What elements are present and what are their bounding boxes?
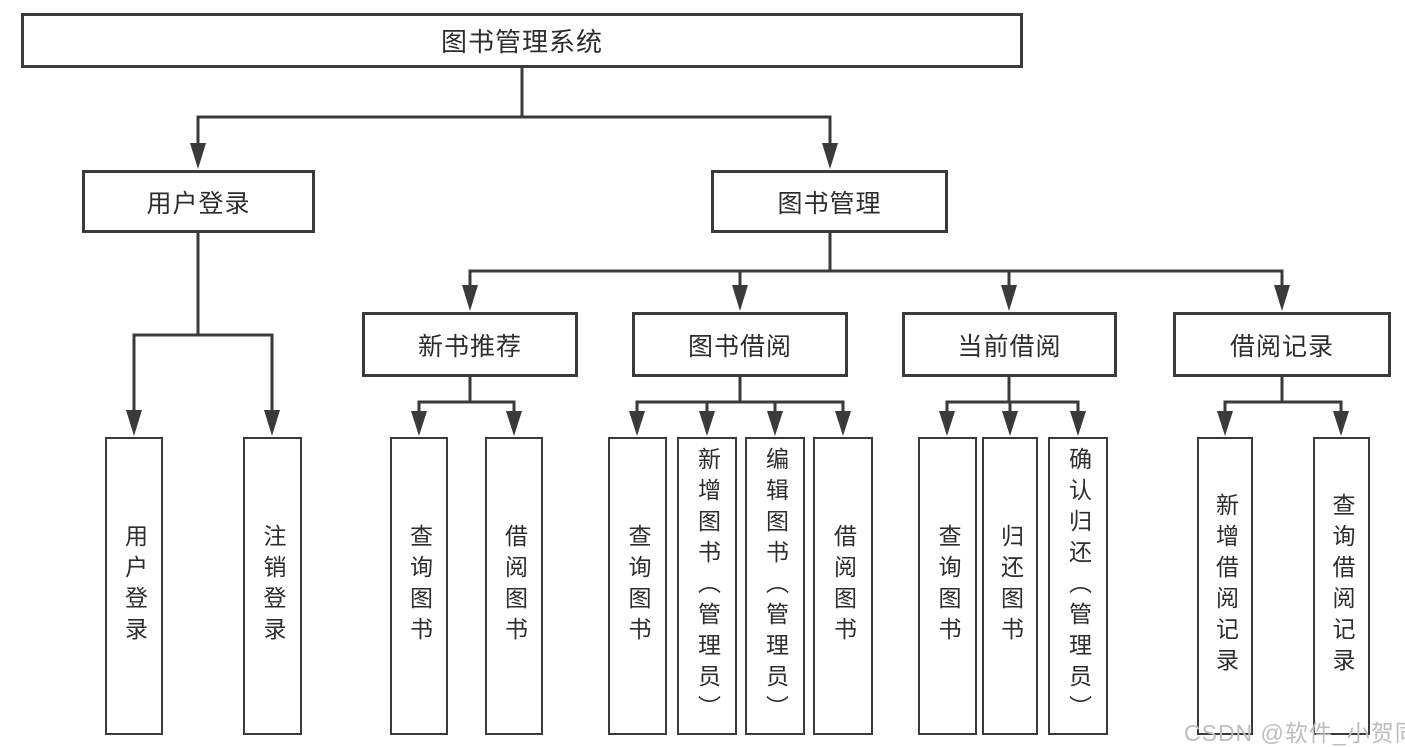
leaf-user-login-label: 用户登录	[121, 524, 148, 648]
node-current-borrowing: 当前借阅	[902, 312, 1117, 377]
leaf-borrow-books-2-label: 借阅图书	[830, 524, 857, 648]
leaf-confirm-return-admin-label: 确认归还（管理员）	[1065, 446, 1092, 726]
leaf-query-books-1-label: 查询图书	[406, 524, 433, 648]
node-root: 图书管理系统	[21, 13, 1023, 68]
leaf-add-books-admin-label: 新增图书（管理员）	[694, 446, 721, 726]
leaf-logout-label: 注销登录	[260, 524, 286, 648]
leaf-query-books-1: 查询图书	[390, 437, 448, 735]
leaf-return-books: 归还图书	[982, 437, 1038, 735]
node-user-login: 用户登录	[82, 170, 315, 233]
connector-book-mgmt-children	[462, 232, 1290, 311]
leaf-add-borrow-record: 新增借阅记录	[1197, 437, 1253, 735]
leaf-borrow-books-1: 借阅图书	[485, 437, 543, 735]
leaf-user-login: 用户登录	[105, 437, 163, 735]
node-book-management-label: 图书管理	[777, 189, 882, 218]
connector-book-borrow-children	[629, 376, 851, 436]
leaf-add-borrow-record-label: 新增借阅记录	[1212, 493, 1239, 679]
node-book-borrowing: 图书借阅	[632, 312, 848, 377]
node-borrowing-records-label: 借阅记录	[1229, 332, 1334, 361]
node-new-book-recommend: 新书推荐	[362, 312, 578, 377]
connector-user-login-children	[126, 232, 280, 436]
leaf-borrow-books-2: 借阅图书	[813, 437, 873, 735]
leaf-query-books-3: 查询图书	[918, 437, 977, 735]
node-borrowing-records: 借阅记录	[1173, 312, 1391, 377]
connector-borrow-records-children	[1217, 376, 1349, 436]
leaf-query-borrow-record: 查询借阅记录	[1313, 437, 1370, 735]
leaf-query-books-2-label: 查询图书	[625, 524, 651, 648]
connector-root-to-level2	[190, 66, 838, 169]
leaf-logout: 注销登录	[243, 437, 302, 735]
csdn-watermark: CSDN @软件_小贺同学	[1184, 720, 1405, 746]
node-user-login-label: 用户登录	[146, 189, 251, 218]
node-book-borrowing-label: 图书借阅	[687, 332, 792, 361]
leaf-add-books-admin: 新增图书（管理员）	[677, 437, 737, 735]
connector-current-borrow-children	[939, 376, 1086, 436]
leaf-borrow-books-1-label: 借阅图书	[501, 524, 528, 648]
leaf-query-books-3-label: 查询图书	[935, 524, 961, 648]
node-new-book-recommend-label: 新书推荐	[417, 332, 522, 361]
leaf-confirm-return-admin: 确认归还（管理员）	[1048, 437, 1108, 735]
node-root-label: 图书管理系统	[440, 27, 603, 57]
leaf-edit-books-admin-label: 编辑图书（管理员）	[762, 446, 789, 726]
node-book-management: 图书管理	[711, 170, 948, 233]
connector-new-books-children	[411, 376, 522, 436]
leaf-edit-books-admin: 编辑图书（管理员）	[745, 437, 805, 735]
node-current-borrowing-label: 当前借阅	[957, 332, 1062, 361]
leaf-query-books-2: 查询图书	[608, 437, 667, 735]
leaf-return-books-label: 归还图书	[997, 524, 1024, 648]
leaf-query-borrow-record-label: 查询借阅记录	[1329, 493, 1355, 679]
